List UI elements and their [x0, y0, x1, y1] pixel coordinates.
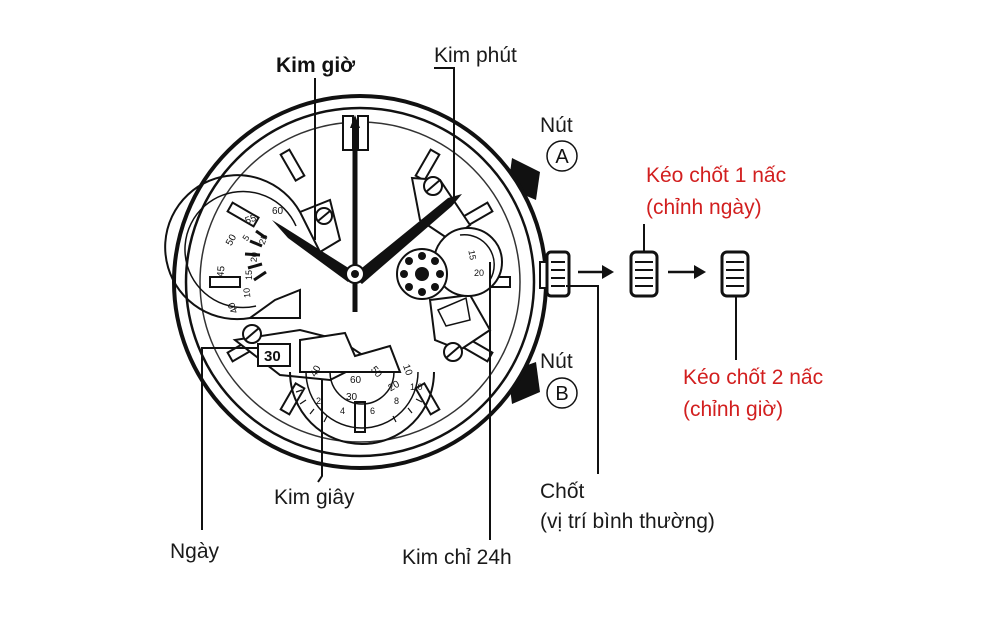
button-b-letter: B [555, 383, 568, 405]
right-subdial-tick-15: 15 [466, 249, 478, 261]
leader-crown-normal [566, 285, 599, 474]
bottom-subdial-tick-1-0: 1.0 [410, 382, 423, 392]
left-subdial-tick-25: 25 [257, 233, 270, 246]
bottom-subdial-tick-20: 20 [387, 379, 403, 394]
label-date: Ngày [170, 540, 220, 563]
bottom-subdial: 60 50 40 30 20 10 2 4 6 8 1.0 [289, 331, 435, 445]
date-window-value: 30 [264, 348, 281, 365]
hour-hand [272, 220, 358, 282]
left-subdial-tick-20: 20 [249, 252, 260, 263]
bottom-subdial-tick-8: 8 [394, 396, 399, 406]
leader-minute-hand [434, 67, 455, 200]
bottom-subdial-tick-40: 40 [309, 363, 324, 379]
left-subdial-tick-50: 50 [224, 232, 239, 248]
bottom-subdial-tick-2: 2 [316, 396, 321, 406]
bottom-subdial-tick-60: 60 [350, 375, 362, 386]
left-subdial-tick-60: 60 [272, 206, 284, 217]
minute-hand [352, 194, 462, 284]
label-crown-normal-line1: Chốt [540, 480, 585, 503]
leader-date [201, 347, 258, 530]
left-subdial-tick-10: 10 [241, 287, 252, 298]
arrow-icon [668, 265, 706, 279]
bottom-subdial-tick-10: 10 [400, 363, 414, 378]
crown-pull-1 [629, 250, 659, 298]
left-subdial-tick-15: 15 [244, 270, 254, 280]
gear-wheel [396, 248, 448, 300]
right-subdial-tick-20: 20 [474, 268, 484, 278]
left-subdial: 60 55 50 45 40 25 20 15 10 5 [164, 174, 301, 321]
label-crown-pull-1-line1: Kéo chốt 1 nấc [646, 164, 786, 187]
crown-normal [539, 250, 571, 298]
label-second-hand: Kim giây [274, 486, 355, 509]
left-subdial-tick-45: 45 [216, 265, 228, 277]
arrow-icon [578, 265, 614, 279]
left-subdial-tick-40: 40 [226, 300, 241, 315]
screws [242, 176, 463, 362]
label-button-a: Nút [540, 114, 573, 137]
label-crown-normal-line2: (vị trí bình thường) [540, 510, 715, 533]
left-subdial-tick-5: 5 [240, 233, 251, 243]
label-crown-pull-2-line2: (chỉnh giờ) [683, 398, 783, 421]
left-subdial-tick-55: 55 [244, 213, 259, 227]
label-minute-hand: Kim phút [434, 44, 517, 67]
label-24h-hand: Kim chỉ 24h [402, 546, 512, 569]
label-crown-pull-1-line2: (chỉnh ngày) [646, 196, 762, 219]
bottom-subdial-tick-30: 30 [346, 392, 358, 403]
label-crown-pull-2-line1: Kéo chốt 2 nấc [683, 366, 823, 389]
button-a-letter: A [555, 146, 569, 168]
bottom-subdial-tick-6: 6 [370, 406, 375, 416]
date-window: 30 [257, 343, 291, 367]
label-button-b: Nút [540, 350, 573, 373]
leader-lines [201, 67, 737, 540]
button-b-badge: B [546, 377, 578, 409]
crown-pull-2 [720, 250, 750, 298]
bottom-subdial-tick-4: 4 [340, 406, 345, 416]
right-subdial-24h: 20 15 [433, 227, 503, 327]
label-hour-hand: Kim giờ [276, 54, 355, 77]
leader-second-hand [317, 380, 323, 483]
button-a-badge: A [546, 140, 578, 172]
hand-pinion [345, 264, 365, 284]
